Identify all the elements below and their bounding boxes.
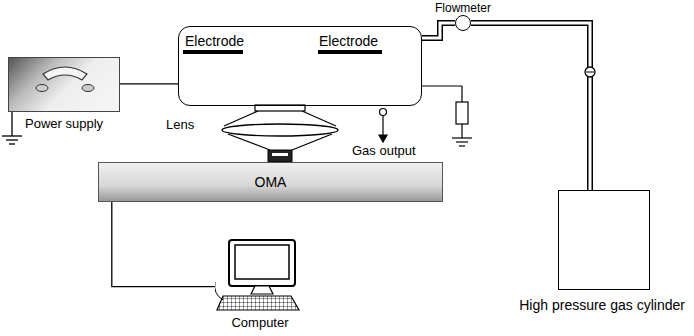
lens-label: Lens [166,118,194,133]
gas-pipe [422,23,455,38]
gas-cylinder-label: High pressure gas cylinder [519,297,685,313]
electrode-bar [318,50,382,54]
flowmeter-symbol: Flowmeter [455,15,471,31]
oma-entrance [268,150,292,162]
electrode-bar [183,50,243,54]
pipe-wall [471,23,590,190]
computer-icon [215,238,305,314]
pipe-bore [471,23,590,190]
pipe-wall [422,23,455,38]
ground-symbol [2,112,22,144]
lens-shape [222,124,338,136]
electrode-label: Electrode [319,33,378,49]
wire [120,83,178,84]
power-supply-box: Power supply [8,57,120,112]
valve-symbol [585,67,595,77]
computer-label: Computer [231,316,288,331]
power-supply-icon [9,58,121,113]
gas-cylinder: High pressure gas cylinder [558,190,650,290]
flowmeter-label: Flowmeter [435,2,491,16]
gas-output-label: Gas output [352,144,416,159]
wire [112,202,215,287]
oma-entrance-slit [272,153,288,156]
gas-outlet [379,109,387,143]
computer-icon-box: Computer [215,238,305,314]
wire-line [112,202,215,287]
discharge-tube: Electrode Electrode [178,26,422,106]
pipe-bore [422,23,455,38]
wire-line [120,83,178,84]
power-supply-label: Power supply [25,117,103,132]
electrode-label: Electrode [185,33,244,49]
gas-pipe [471,23,590,190]
resistor-symbol [422,86,472,146]
valve-stem [586,72,594,73]
oma-label: OMA [255,174,287,190]
oma-box: OMA [98,162,443,202]
